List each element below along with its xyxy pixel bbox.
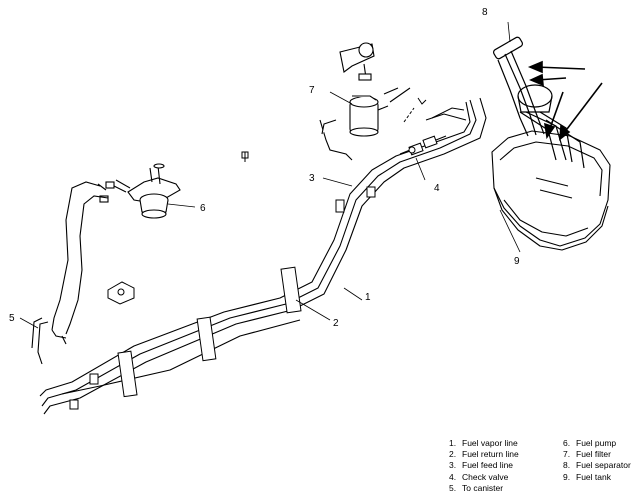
legend-item: 3. Fuel feed line xyxy=(449,460,565,471)
legend-item: 2. Fuel return line xyxy=(449,449,565,460)
legend-number: 5. xyxy=(449,482,457,493)
legend-label: To canister xyxy=(462,482,504,493)
line-clamps xyxy=(69,186,376,410)
fuel-separator-drawing xyxy=(493,36,553,113)
legend-label: Fuel separator xyxy=(576,460,631,471)
legend-number: 2. xyxy=(449,449,457,460)
callout-5: 5 xyxy=(9,313,15,324)
fuel-filter-drawing xyxy=(319,42,411,161)
legend-label: Fuel feed line xyxy=(462,460,514,471)
legend-label: Fuel tank xyxy=(576,471,611,482)
legend-number: 1. xyxy=(449,438,457,448)
callout-1: 1 xyxy=(365,292,371,303)
separator-to-tank-lines xyxy=(497,50,585,169)
legend-item: 5. To canister xyxy=(449,483,565,494)
legend-item: 1. Fuel vapor line xyxy=(449,438,565,449)
legend-label: Fuel return line xyxy=(462,449,519,460)
callout-9: 9 xyxy=(514,256,520,267)
legend-column-right: 6. Fuel pump 7. Fuel filter 8. Fuel separat… xyxy=(563,438,640,483)
filter-connector xyxy=(403,97,467,123)
arrows xyxy=(527,60,603,141)
legend-number: 4. xyxy=(449,471,457,482)
legend-label: Fuel vapor line xyxy=(462,438,518,448)
legend-label: Check valve xyxy=(462,471,509,482)
fuel-tank-drawing xyxy=(491,130,611,251)
callout-6: 6 xyxy=(200,203,206,214)
legend-column-left: 1. Fuel vapor line 2. Fuel return line 3. F… xyxy=(449,438,565,494)
legend-item: 6. Fuel pump xyxy=(563,438,640,449)
callout-2: 2 xyxy=(333,318,339,329)
bracket-drawing xyxy=(107,281,135,305)
legend-number: 7. xyxy=(563,449,571,460)
legend-item: 8. Fuel separator xyxy=(563,460,640,471)
legend-number: 9. xyxy=(563,471,571,482)
callout-8: 8 xyxy=(482,7,488,18)
legend-number: 8. xyxy=(563,460,571,471)
legend-number: 6. xyxy=(563,438,571,448)
callout-3: 3 xyxy=(309,173,315,184)
legend-item: 7. Fuel filter xyxy=(563,449,640,460)
check-valve-drawing xyxy=(241,135,447,162)
legend-label: Fuel filter xyxy=(576,449,611,460)
legend-item: 4. Check valve xyxy=(449,472,565,483)
legend-label: Fuel pump xyxy=(576,438,617,448)
callout-4: 4 xyxy=(434,183,440,194)
legend-number: 3. xyxy=(449,460,457,471)
legend-item: 9. Fuel tank xyxy=(563,472,640,483)
fuel-pump-drawing xyxy=(99,163,181,219)
pump-hoses xyxy=(31,181,109,365)
leader-lines xyxy=(19,21,521,329)
callout-7: 7 xyxy=(309,85,315,96)
